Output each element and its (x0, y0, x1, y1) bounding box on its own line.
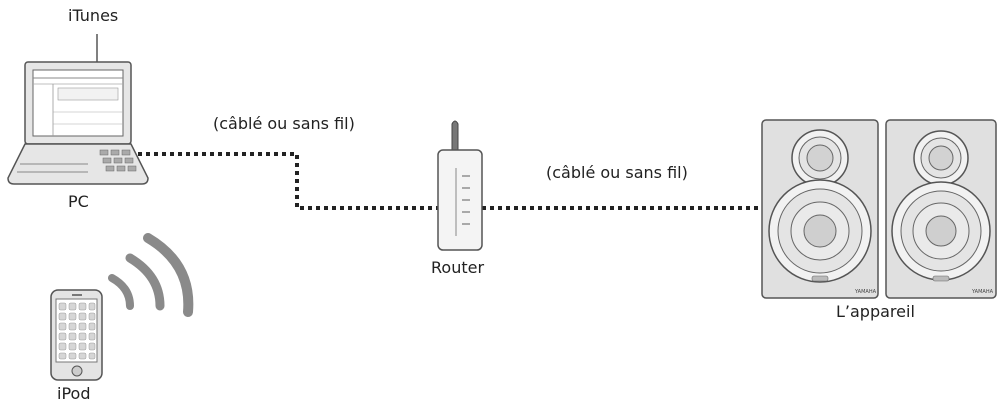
wireless-signal-icon (108, 233, 194, 317)
pc-label: PC (68, 192, 89, 211)
router-label: Router (431, 258, 485, 277)
speaker-left: YAMAHA (761, 119, 879, 299)
connection-router-device-label: (câblé ou sans fil) (546, 163, 688, 182)
itunes-label: iTunes (68, 6, 119, 25)
ipod-icon (50, 289, 103, 381)
speaker-right: YAMAHA (885, 119, 997, 299)
laptop-icon (7, 61, 149, 185)
connection-pc-router (138, 152, 438, 210)
speaker-right-logo: YAMAHA (971, 289, 994, 295)
speaker-left-logo: YAMAHA (854, 289, 877, 295)
connection-pc-router-label: (câblé ou sans fil) (213, 114, 355, 133)
router-icon (437, 120, 483, 251)
ipod-label: iPod (57, 384, 91, 403)
device-label: L’appareil (836, 302, 915, 321)
